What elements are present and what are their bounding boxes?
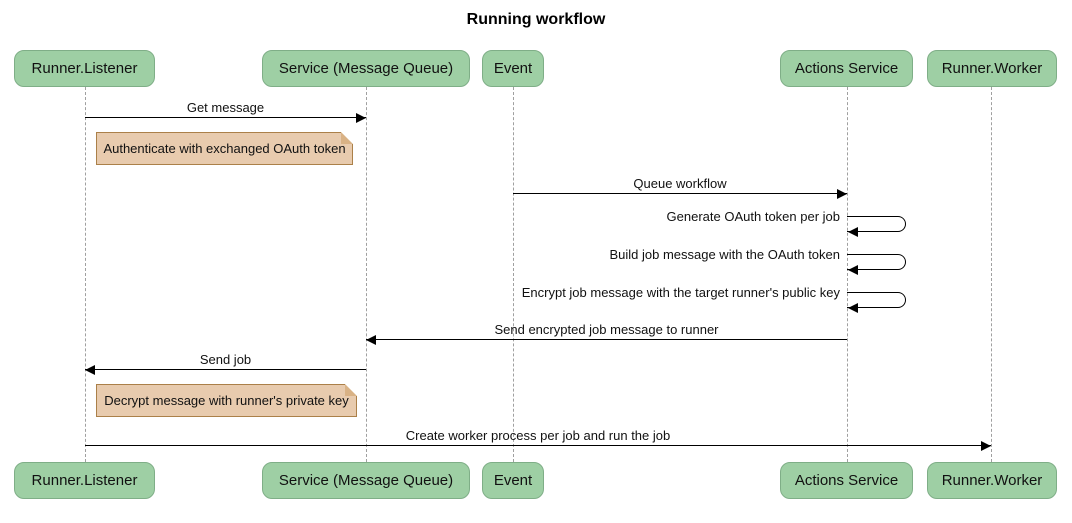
actor-runner-worker-bottom: Runner.Worker	[927, 462, 1057, 499]
actor-label: Event	[493, 472, 533, 489]
message-label-generate-oauth-token: Generate OAuth token per job	[666, 209, 840, 224]
arrowhead-left-icon	[848, 227, 858, 237]
message-line	[366, 339, 847, 340]
actor-label: Runner.Worker	[941, 472, 1043, 489]
message-label-queue-workflow: Queue workflow	[633, 176, 727, 191]
actor-label: Actions Service	[794, 60, 899, 77]
actor-label: Actions Service	[794, 472, 899, 489]
self-message-loop	[847, 292, 906, 308]
note-fold-icon	[345, 384, 357, 396]
arrowhead-left-icon	[848, 265, 858, 275]
self-message-loop	[847, 254, 906, 270]
note-decrypt: Decrypt message with runner's private ke…	[96, 384, 357, 417]
lifeline-actions-service	[847, 87, 848, 462]
message-label-build-job-message: Build job message with the OAuth token	[609, 247, 840, 262]
arrowhead-left-icon	[848, 303, 858, 313]
message-label-create-worker-process: Create worker process per job and run th…	[405, 428, 671, 443]
actor-runner-listener-bottom: Runner.Listener	[14, 462, 155, 499]
arrowhead-left-icon	[85, 365, 95, 375]
actor-actions-service-bottom: Actions Service	[780, 462, 913, 499]
arrowhead-left-icon	[366, 335, 376, 345]
lifeline-runner-worker	[991, 87, 992, 462]
message-label-get-message: Get message	[186, 100, 265, 115]
actor-label: Service (Message Queue)	[278, 60, 454, 77]
lifeline-service-message-queue	[366, 87, 367, 462]
actor-label: Runner.Listener	[31, 472, 138, 489]
note-text: Authenticate with exchanged OAuth token	[103, 141, 346, 156]
message-label-send-encrypted-job: Send encrypted job message to runner	[494, 322, 719, 337]
note-text: Decrypt message with runner's private ke…	[104, 393, 349, 408]
message-line	[85, 445, 991, 446]
message-line	[513, 193, 847, 194]
message-label-encrypt-job-message: Encrypt job message with the target runn…	[521, 285, 840, 300]
arrowhead-right-icon	[981, 441, 991, 451]
lifeline-event	[513, 87, 514, 462]
lifeline-runner-listener	[85, 87, 86, 462]
actor-service-message-queue-top: Service (Message Queue)	[262, 50, 470, 87]
actor-label: Runner.Listener	[31, 60, 138, 77]
arrowhead-right-icon	[356, 113, 366, 123]
note-fold-icon	[341, 132, 353, 144]
actor-actions-service-top: Actions Service	[780, 50, 913, 87]
self-message-loop	[847, 216, 906, 232]
actor-runner-worker-top: Runner.Worker	[927, 50, 1057, 87]
message-line	[85, 369, 366, 370]
message-label-send-job: Send job	[199, 352, 252, 367]
actor-runner-listener-top: Runner.Listener	[14, 50, 155, 87]
message-line	[85, 117, 366, 118]
actor-event-top: Event	[482, 50, 544, 87]
actor-service-message-queue-bottom: Service (Message Queue)	[262, 462, 470, 499]
actor-label: Runner.Worker	[941, 60, 1043, 77]
actor-event-bottom: Event	[482, 462, 544, 499]
note-authenticate: Authenticate with exchanged OAuth token	[96, 132, 353, 165]
arrowhead-right-icon	[837, 189, 847, 199]
diagram-title: Running workflow	[466, 11, 606, 28]
actor-label: Event	[493, 60, 533, 77]
actor-label: Service (Message Queue)	[278, 472, 454, 489]
